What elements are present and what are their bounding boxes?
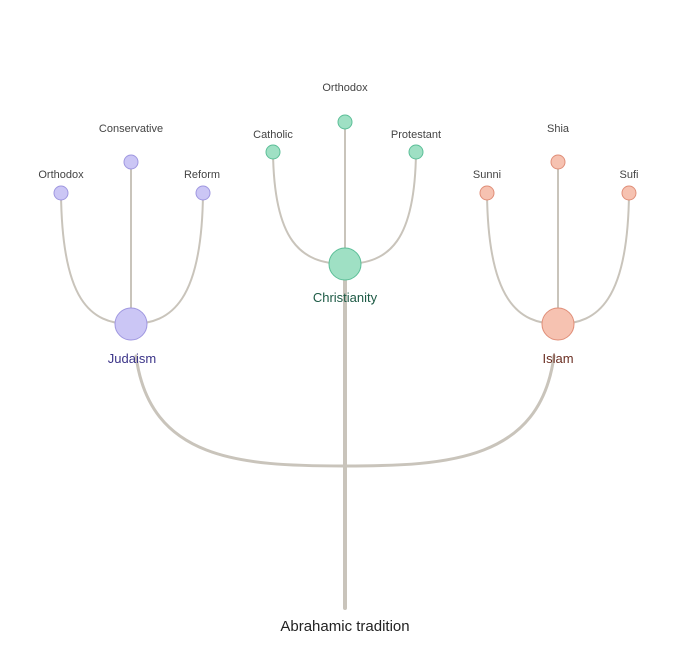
islam-sufi-line: [557, 192, 630, 325]
branch-judaism: Judaism Orthodox Conservative Reform: [38, 123, 220, 366]
judaism-reform-node[interactable]: [195, 185, 211, 201]
christianity-orthodox-label: Orthodox: [322, 82, 368, 94]
judaism-conservative-node[interactable]: [123, 154, 139, 170]
branch-islam-line: [343, 354, 556, 468]
christianity-protestant-line: [344, 151, 417, 265]
islam-label: Islam: [542, 351, 573, 366]
islam-shia-label: Shia: [547, 123, 570, 135]
christianity-catholic-line: [272, 151, 346, 265]
branch-islam: Islam Sunni Shia Sufi: [473, 123, 639, 366]
branch-judaism-line: [134, 354, 347, 468]
judaism-orthodox-line: [60, 192, 132, 325]
christianity-protestant-node[interactable]: [408, 144, 424, 160]
judaism-label: Judaism: [108, 351, 156, 366]
judaism-orthodox-label: Orthodox: [38, 169, 84, 181]
islam-sufi-node[interactable]: [621, 185, 637, 201]
christianity-catholic-node[interactable]: [265, 144, 281, 160]
christianity-label: Christianity: [313, 290, 378, 305]
judaism-orthodox-node[interactable]: [53, 185, 69, 201]
trunk-group: [134, 264, 556, 610]
islam-sunni-label: Sunni: [473, 169, 501, 181]
christianity-protestant-label: Protestant: [391, 129, 441, 141]
judaism-node[interactable]: [114, 307, 148, 341]
islam-sunni-node[interactable]: [479, 185, 495, 201]
islam-node[interactable]: [541, 307, 575, 341]
judaism-conservative-label: Conservative: [99, 123, 163, 135]
judaism-reform-label: Reform: [184, 169, 220, 181]
islam-shia-node[interactable]: [550, 154, 566, 170]
christianity-catholic-label: Catholic: [253, 129, 293, 141]
christianity-node[interactable]: [328, 247, 362, 281]
christianity-orthodox-node[interactable]: [337, 114, 353, 130]
branch-christianity: Christianity Catholic Orthodox Protestan…: [253, 82, 441, 305]
judaism-reform-line: [130, 192, 204, 325]
islam-sunni-line: [486, 192, 559, 325]
root-label: Abrahamic tradition: [280, 618, 409, 635]
islam-sufi-label: Sufi: [620, 169, 639, 181]
